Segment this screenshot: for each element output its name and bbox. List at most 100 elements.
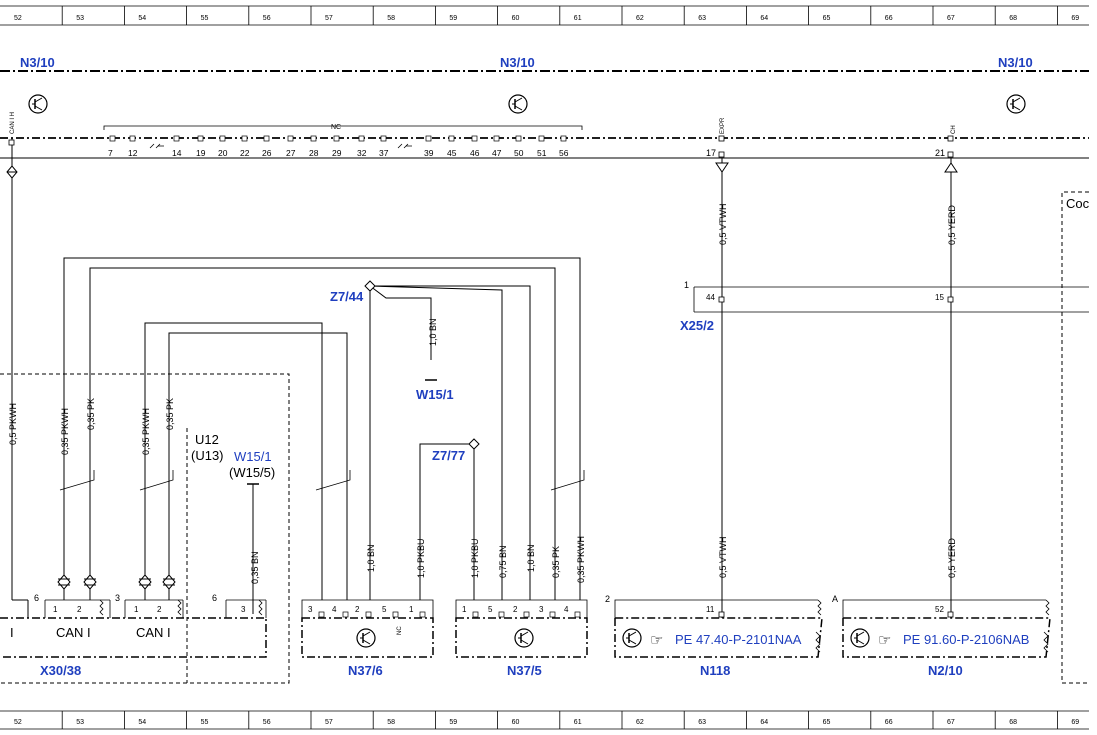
pin-number: 7 bbox=[108, 148, 113, 158]
grid-number: 69 bbox=[1071, 719, 1079, 726]
wire-label-n376-pkbu: 1,0 PKBU bbox=[416, 538, 426, 578]
pin-mark bbox=[219, 135, 226, 142]
wire-label-n375-pk: 0,35 PK bbox=[551, 546, 561, 578]
grid-number: 67 bbox=[947, 719, 955, 726]
pin-mark bbox=[515, 135, 522, 142]
pin-mark bbox=[419, 611, 426, 618]
wire-label-pkwh-main: 0,5 PKWH bbox=[8, 403, 18, 445]
svg-text:1: 1 bbox=[134, 605, 139, 614]
grid-number: 63 bbox=[698, 15, 706, 22]
label-n37-5: N37/5 bbox=[507, 663, 542, 678]
pin-mark bbox=[129, 135, 136, 142]
nc-bracket bbox=[103, 125, 583, 130]
pin-number: 5 bbox=[488, 605, 493, 614]
grid-number: 55 bbox=[201, 719, 209, 726]
grid-number: 63 bbox=[698, 719, 706, 726]
transistor-icon bbox=[622, 628, 642, 648]
pin-mark bbox=[333, 135, 340, 142]
twisted-pair-icon bbox=[57, 574, 176, 590]
pin-mark bbox=[493, 135, 500, 142]
transistor-icon bbox=[28, 94, 48, 114]
wire-label-n375-bn10: 1,0 BN bbox=[526, 544, 536, 572]
svg-text:52: 52 bbox=[935, 605, 944, 614]
pin-21-tag: CH bbox=[951, 125, 957, 134]
pin-number: 47 bbox=[492, 148, 502, 158]
grid-number: 58 bbox=[387, 719, 395, 726]
pin-number: 2 bbox=[355, 605, 360, 614]
label-u-w15-5: (W15/5) bbox=[229, 465, 275, 480]
pin-number: 26 bbox=[262, 148, 272, 158]
label-x30-38: X30/38 bbox=[40, 663, 81, 678]
grid-number: 60 bbox=[512, 719, 520, 726]
transistor-icon bbox=[508, 94, 528, 114]
pin-mark bbox=[498, 611, 505, 618]
wire-label-vtwh-top: 0,5 VTWH bbox=[718, 203, 728, 245]
pin-mark bbox=[241, 135, 248, 142]
pin-mark bbox=[287, 135, 294, 142]
pin-number: 19 bbox=[196, 148, 206, 158]
pin-number: 3 bbox=[308, 605, 313, 614]
pointing-hand-icon: ☞ bbox=[650, 632, 663, 649]
svg-text:11: 11 bbox=[706, 605, 715, 614]
pin-mark bbox=[523, 611, 530, 618]
transistor-icon bbox=[514, 628, 534, 648]
pin-number: 1 bbox=[409, 605, 414, 614]
pin-number: 32 bbox=[357, 148, 367, 158]
svg-text:3: 3 bbox=[115, 593, 120, 603]
pin-mark bbox=[197, 135, 204, 142]
label-u13: (U13) bbox=[191, 448, 224, 463]
svg-text:3: 3 bbox=[241, 605, 246, 614]
twisted-pair-icon bbox=[6, 165, 18, 179]
coc-boundary bbox=[1061, 191, 1089, 684]
pin-number: 29 bbox=[332, 148, 342, 158]
shield-marks bbox=[59, 470, 585, 491]
pin-mark bbox=[365, 611, 372, 618]
label-x25-2: X25/2 bbox=[680, 318, 714, 333]
grid-number: 66 bbox=[885, 719, 893, 726]
pin-mark bbox=[342, 611, 349, 618]
svg-text:44: 44 bbox=[706, 293, 715, 302]
grid-number: 53 bbox=[76, 719, 84, 726]
label-z7-44: Z7/44 bbox=[330, 289, 364, 304]
svg-text:15: 15 bbox=[935, 293, 944, 302]
pin-number: 56 bbox=[559, 148, 569, 158]
grid-number: 59 bbox=[449, 15, 457, 22]
pin-number: 14 bbox=[172, 148, 182, 158]
pin-21-label: 21 bbox=[935, 148, 945, 158]
arrow-up-icon bbox=[944, 162, 958, 173]
pin-number: 3 bbox=[539, 605, 544, 614]
grid-number: 67 bbox=[947, 15, 955, 22]
ref-n2-10[interactable]: PE 91.60-P-2106NAB bbox=[903, 632, 1029, 647]
x30-38-connector: 6 3 6 1 2 1 2 3 bbox=[0, 593, 267, 658]
svg-text:1: 1 bbox=[53, 605, 58, 614]
pin-number: 1 bbox=[462, 605, 467, 614]
grid-number: 60 bbox=[512, 15, 520, 22]
label-can-frag: I bbox=[10, 625, 14, 640]
wire-label-n375-pkbu: 1,0 PKBU bbox=[470, 538, 480, 578]
pin-number: 2 bbox=[513, 605, 518, 614]
label-u-w15-1: W15/1 bbox=[234, 449, 272, 464]
grid-number: 61 bbox=[574, 15, 582, 22]
grid-number: 68 bbox=[1009, 719, 1017, 726]
pin-number: 37 bbox=[379, 148, 389, 158]
pin-mark bbox=[380, 135, 387, 142]
svg-text:2: 2 bbox=[77, 605, 82, 614]
pin-mark bbox=[574, 611, 581, 618]
pin-mark bbox=[318, 611, 325, 618]
grid-number: 64 bbox=[760, 719, 768, 726]
transistor-icon bbox=[356, 628, 376, 648]
ref-n118[interactable]: PE 47.40-P-2101NAA bbox=[675, 632, 802, 647]
wire-label-n376-bn: 1,0 BN bbox=[366, 544, 376, 572]
grid-number: 62 bbox=[636, 15, 644, 22]
label-coc: Coc bbox=[1066, 196, 1090, 211]
pin-mark bbox=[560, 135, 567, 142]
wire-label-w15-bn: 0,35 BN bbox=[250, 551, 260, 584]
grid-number: 54 bbox=[138, 719, 146, 726]
pointing-hand-icon: ☞ bbox=[878, 632, 891, 649]
wire-label-yerd-top: 0,5 YERD bbox=[947, 205, 957, 245]
grid-number: 56 bbox=[263, 15, 271, 22]
